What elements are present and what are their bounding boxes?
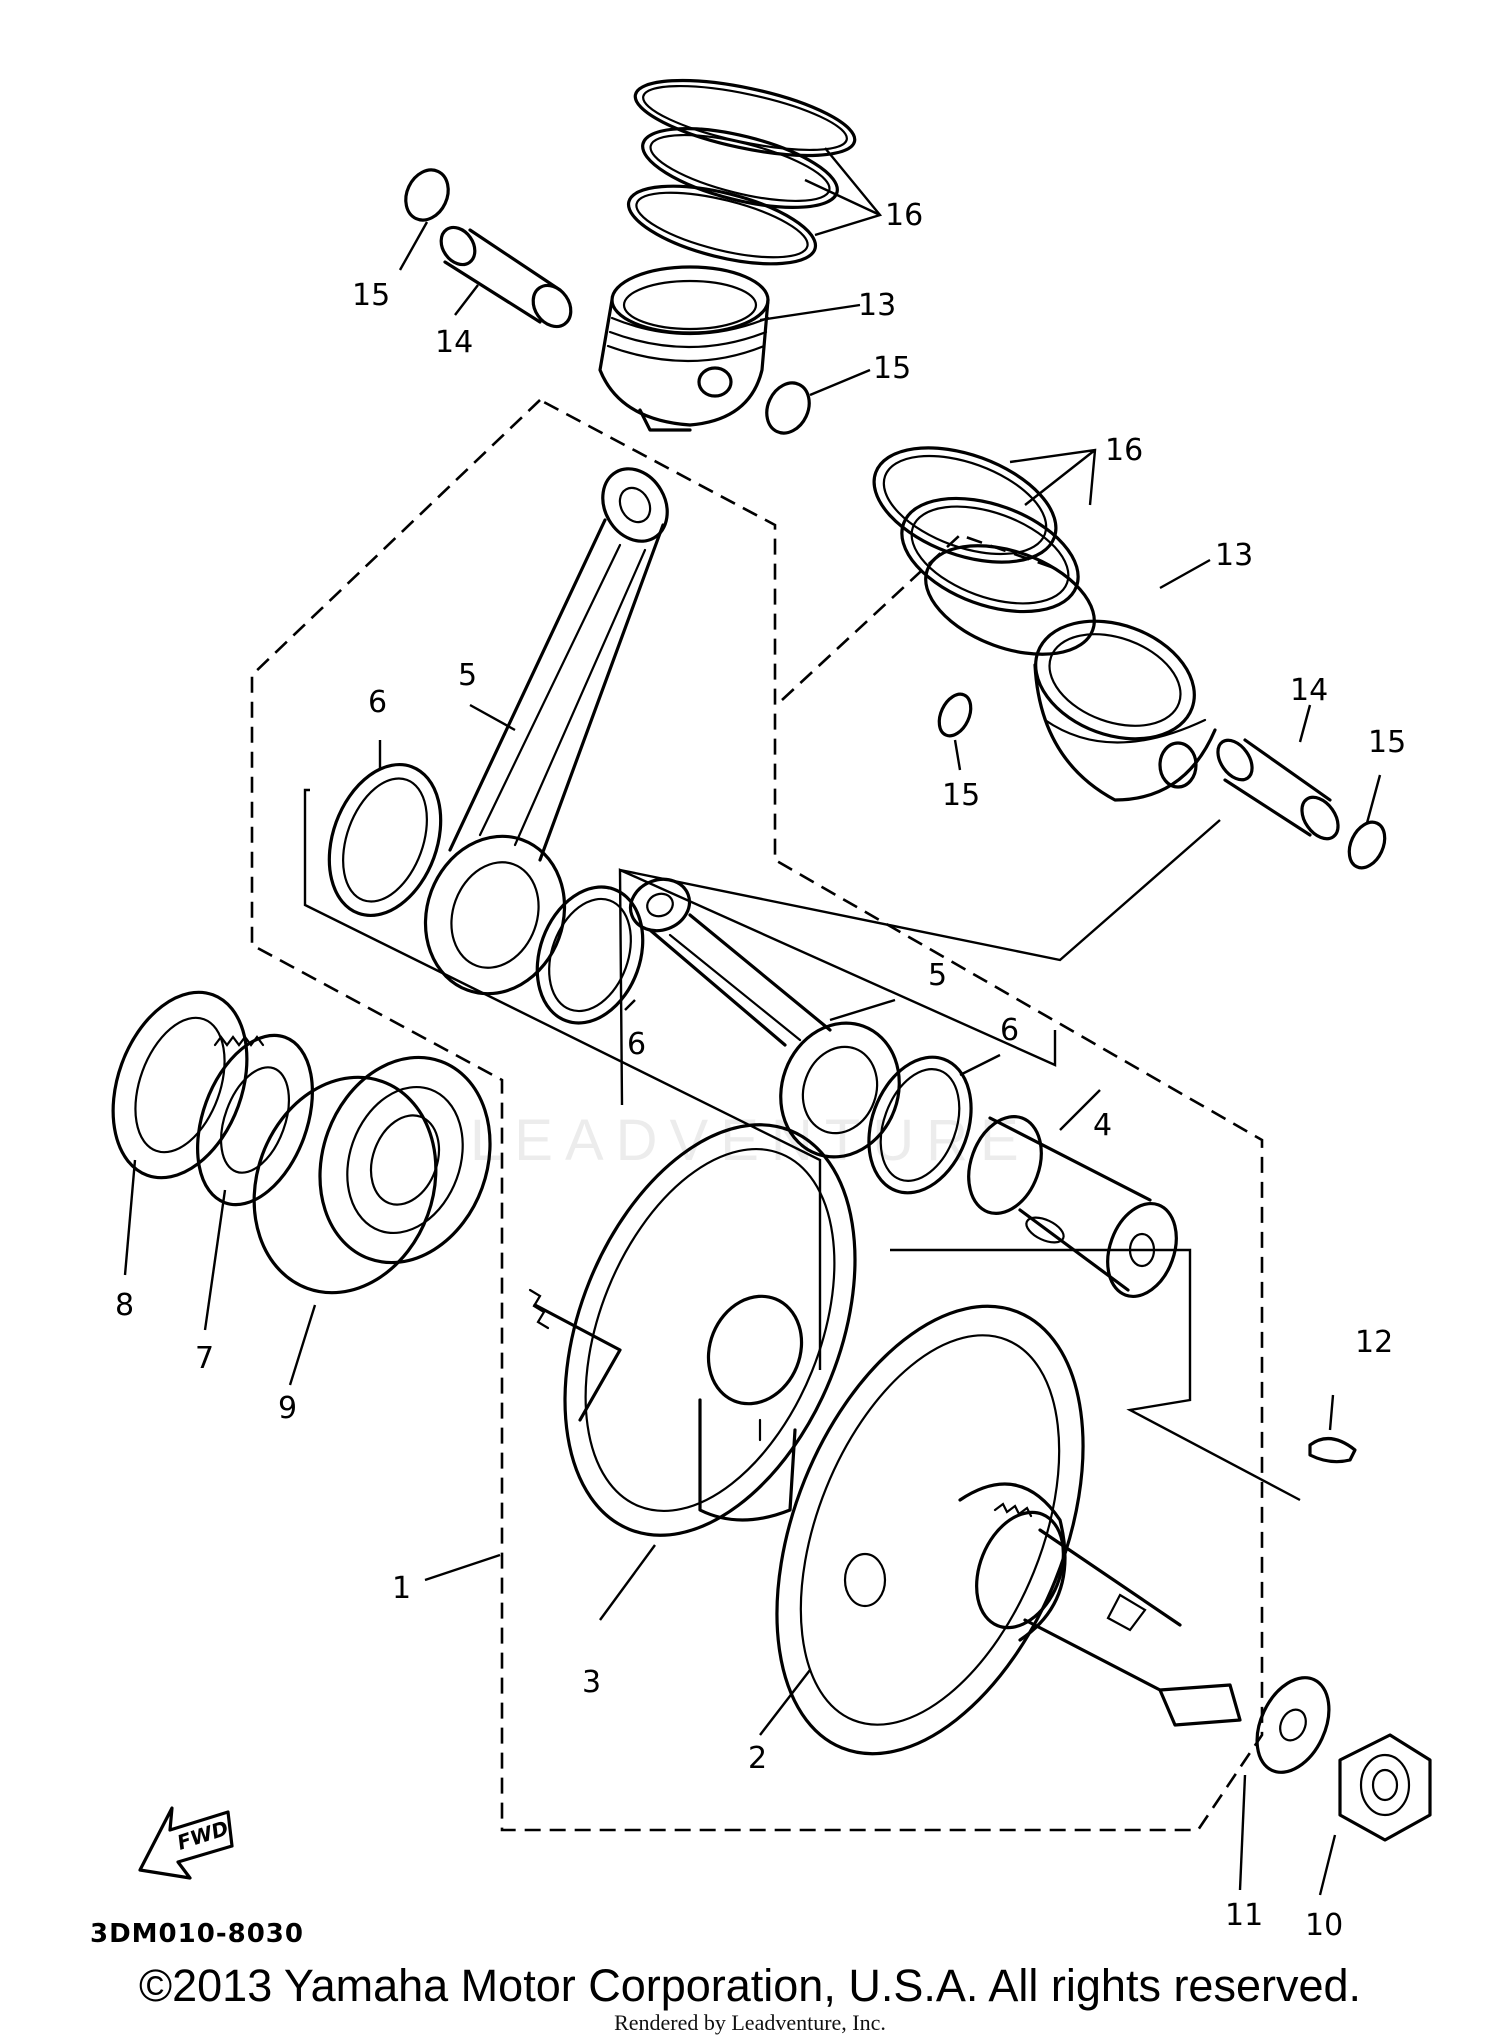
connecting-rod-upper: [423, 467, 669, 996]
callout-7: 7: [195, 1341, 214, 1376]
rod-bearing-middle: [535, 885, 645, 1025]
callout-6a: 6: [368, 685, 387, 720]
callout-15a: 15: [352, 278, 390, 313]
rod-bearing-left: [327, 762, 443, 918]
callout-1: 1: [392, 1571, 411, 1606]
rendered-by-notice: Rendered by Leadventure, Inc.: [614, 2010, 886, 2035]
callout-10: 10: [1305, 1908, 1343, 1943]
callout-15c: 15: [942, 778, 980, 813]
piston-right: [1033, 619, 1217, 802]
callout-5b: 5: [928, 958, 947, 993]
callout-11: 11: [1225, 1898, 1263, 1933]
piston-rings-top: [626, 78, 857, 266]
crankshaft-assembly-outline: [250, 398, 1264, 1832]
main-bearing: [252, 1055, 492, 1295]
callout-16a: 16: [885, 198, 923, 233]
watermark-text: LEADVENTURE: [470, 1108, 1031, 1173]
drive-gear: [196, 1033, 314, 1207]
callout-13a: 13: [858, 288, 896, 323]
callout-6b: 6: [627, 1027, 646, 1062]
fwd-arrow-icon: FWD: [138, 1806, 234, 1880]
crank-pin: [967, 1114, 1178, 1299]
crankpin-bracket: [890, 1248, 1301, 1502]
piston-pin-clip-top-left: [404, 168, 450, 222]
callout-14a: 14: [435, 325, 473, 360]
rod-group-bracket-right: [618, 868, 1057, 1106]
connecting-rod-lower: [628, 877, 901, 1159]
callout-15d: 15: [1368, 725, 1406, 760]
callout-4: 4: [1093, 1108, 1112, 1143]
callout-6c: 6: [1000, 1013, 1019, 1048]
piston-top: [598, 265, 770, 432]
woodruff-key: [1308, 1437, 1357, 1464]
callout-12: 12: [1355, 1325, 1393, 1360]
rod-bearing-right: [867, 1055, 973, 1195]
crank-right: [775, 1304, 1242, 1756]
callout-13b: 13: [1215, 538, 1253, 573]
piston-pin-clip-right-left: [937, 692, 973, 738]
leader-lines: [123, 147, 1382, 1896]
callout-5a: 5: [458, 658, 477, 693]
oil-seal: [111, 990, 249, 1180]
copyright-notice: ©2013 Yamaha Motor Corporation, U.S.A. A…: [138, 1960, 1362, 2011]
callout-3: 3: [582, 1665, 601, 1700]
callout-16b: 16: [1105, 433, 1143, 468]
piston-pin-top: [439, 225, 573, 329]
callout-2: 2: [748, 1741, 767, 1776]
callout-14b: 14: [1290, 673, 1328, 708]
crank-left: [528, 1123, 857, 1537]
callout-15b: 15: [873, 351, 911, 386]
crankshaft-nut: [1338, 1733, 1432, 1842]
diagram-code: 3DM010-8030: [90, 1919, 304, 1949]
piston-pin-right: [1216, 738, 1340, 841]
callout-8: 8: [115, 1288, 134, 1323]
callout-9: 9: [278, 1391, 297, 1426]
piston-bracket: [619, 819, 1221, 962]
piston-pin-clip-top-right: [765, 381, 811, 435]
piston-pin-clip-right-right: [1347, 820, 1387, 870]
piston-rings-right: [872, 446, 1096, 656]
plain-washer: [1255, 1676, 1331, 1774]
rod-group-bracket-left: [303, 788, 822, 1370]
